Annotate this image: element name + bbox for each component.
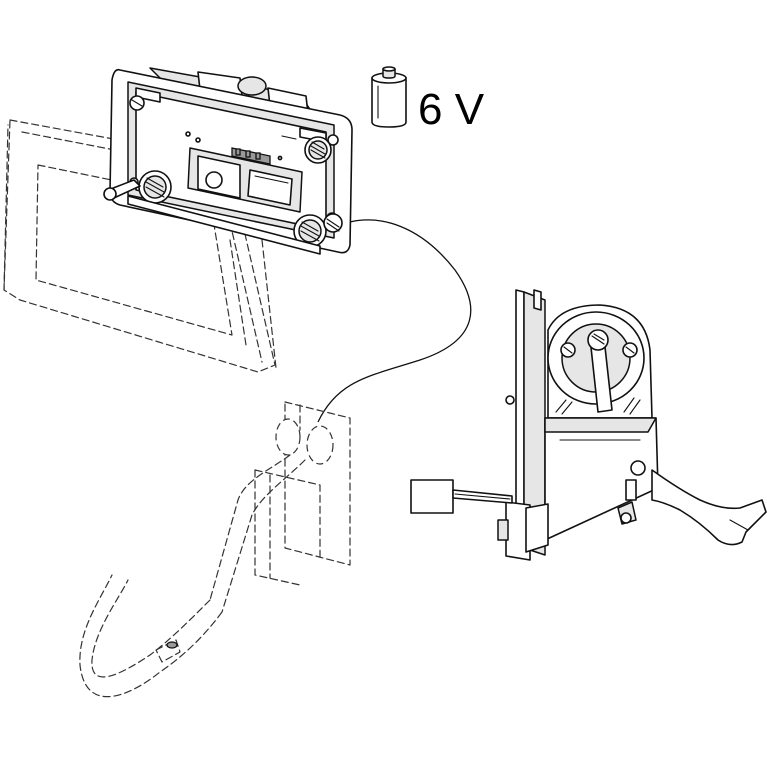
knob-right (293, 214, 327, 248)
knob-left (138, 170, 172, 204)
bottom-bracket (497, 501, 549, 561)
sensor-connector (410, 479, 513, 514)
flush-valve-assembly (505, 289, 659, 557)
connection-cable (317, 219, 472, 423)
dashed-flush-pipe (79, 401, 351, 698)
voltage-label: 6 V (418, 85, 485, 134)
knob-top-right (304, 136, 332, 164)
battery-icon (371, 66, 407, 128)
pipe-marker-icon (166, 641, 178, 649)
mounting-rod (103, 179, 321, 255)
flush-lever (651, 469, 767, 546)
screw-knob-small (323, 213, 343, 233)
